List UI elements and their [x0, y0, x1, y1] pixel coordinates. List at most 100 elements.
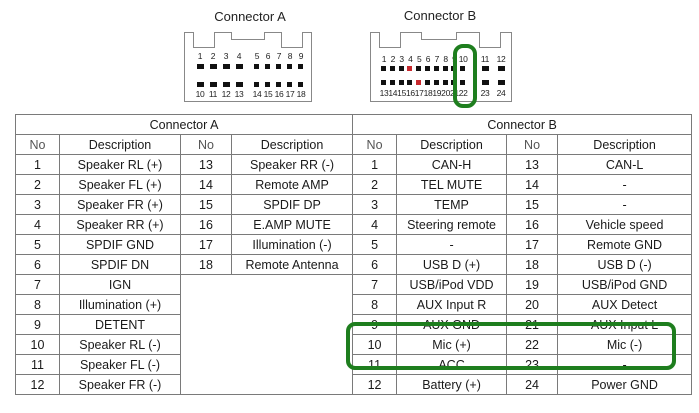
pin-no: 13 — [506, 154, 559, 175]
col-description: Description — [557, 134, 693, 155]
pin-no: 5 — [352, 234, 398, 255]
pin-description: TEL MUTE — [396, 174, 508, 195]
connector-a-latch — [193, 32, 215, 48]
pin-no: 9 — [352, 314, 398, 335]
pin-no: 15 — [506, 194, 559, 215]
pin-no: 11 — [15, 354, 60, 375]
pin-no: 14 — [506, 174, 559, 195]
pin-slot — [451, 66, 457, 71]
pin-number: 20 — [441, 88, 451, 98]
pin-slot — [287, 82, 292, 87]
pin-description: Speaker RL (+) — [59, 154, 181, 175]
pin-number: 11 — [480, 54, 490, 64]
pin-slot — [210, 64, 217, 69]
col-description: Description — [59, 134, 181, 155]
pin-number: 16 — [274, 89, 284, 99]
pin-no: 1 — [352, 154, 398, 175]
pin-description: Remote GND — [557, 234, 693, 255]
pin-slot — [416, 66, 422, 71]
pin-number: 13 — [234, 89, 244, 99]
pin-slot — [381, 66, 386, 71]
connector-a-title: Connector A — [214, 9, 286, 24]
pin-no: 1 — [15, 154, 60, 175]
empty-cell — [179, 274, 354, 395]
pin-slot — [287, 64, 292, 69]
pin-no: 17 — [180, 234, 232, 255]
pin-number: 3 — [399, 54, 404, 64]
pin-slot — [407, 80, 413, 85]
pin-no: 12 — [15, 374, 60, 395]
pin-description: Mic (+) — [396, 334, 508, 355]
pin-slot — [254, 82, 259, 87]
pin-description: USB/iPod VDD — [396, 274, 508, 295]
pin-no: 16 — [180, 214, 232, 235]
connector-a-header: Connector A — [14, 114, 354, 135]
pin-number: 18 — [423, 88, 433, 98]
pin-number: 10 — [458, 54, 468, 64]
pin-no: 15 — [180, 194, 232, 215]
connector-b-latch — [379, 32, 401, 48]
connector-b-header: Connector B — [352, 114, 693, 135]
pin-no: 3 — [352, 194, 398, 215]
pin-description: Battery (+) — [396, 374, 508, 395]
pin-slot — [425, 66, 430, 71]
pin-no: 7 — [352, 274, 398, 295]
pin-number: 5 — [416, 54, 422, 64]
pin-description: SPDIF GND — [59, 234, 181, 255]
pin-number: 17 — [414, 88, 424, 98]
pin-description: Speaker FL (+) — [59, 174, 181, 195]
pin-description: - — [557, 174, 693, 195]
connector-a-latch — [281, 32, 303, 48]
pin-number: 12 — [496, 54, 506, 64]
pin-description: IGN — [59, 274, 181, 295]
pin-slot — [223, 82, 230, 87]
pin-number: 16 — [405, 88, 415, 98]
pin-no: 23 — [506, 354, 559, 375]
col-no: No — [506, 134, 559, 155]
pin-number: 15 — [397, 88, 407, 98]
pin-slot — [498, 66, 505, 71]
pin-description: AUX GND — [396, 314, 508, 335]
pin-slot — [498, 80, 505, 85]
pin-number: 22 — [458, 88, 468, 98]
pin-number: 9 — [298, 51, 304, 61]
pin-description: AUX Detect — [557, 294, 693, 315]
pin-description: USB/iPod GND — [557, 274, 693, 295]
pin-number: 18 — [296, 89, 306, 99]
pin-no: 16 — [506, 214, 559, 235]
pin-slot — [236, 64, 243, 69]
pin-no: 24 — [506, 374, 559, 395]
pin-description: SPDIF DN — [59, 254, 181, 275]
pin-description: USB D (+) — [396, 254, 508, 275]
pin-description: CAN-L — [557, 154, 693, 175]
pin-no: 19 — [506, 274, 559, 295]
pin-number: 13 — [379, 88, 389, 98]
pin-slot — [460, 80, 466, 85]
pin-no: 21 — [506, 314, 559, 335]
pin-slot — [442, 80, 448, 85]
pin-description: AUX Input R — [396, 294, 508, 315]
pinout-table: Connector A Connector B No Description N… — [14, 114, 693, 395]
pin-description: Remote Antenna — [230, 254, 354, 275]
pin-description: - — [557, 194, 693, 215]
pin-number: 4 — [408, 54, 413, 64]
pin-number: 14 — [388, 88, 398, 98]
pin-slot — [265, 64, 270, 69]
pin-description: Speaker FR (+) — [59, 194, 181, 215]
pin-description: AUX Input L — [557, 314, 693, 335]
pin-slot — [416, 80, 422, 85]
pin-number: 15 — [263, 89, 273, 99]
pin-no: 8 — [352, 294, 398, 315]
connector-b-latch — [479, 32, 501, 48]
pin-slot — [298, 64, 303, 69]
